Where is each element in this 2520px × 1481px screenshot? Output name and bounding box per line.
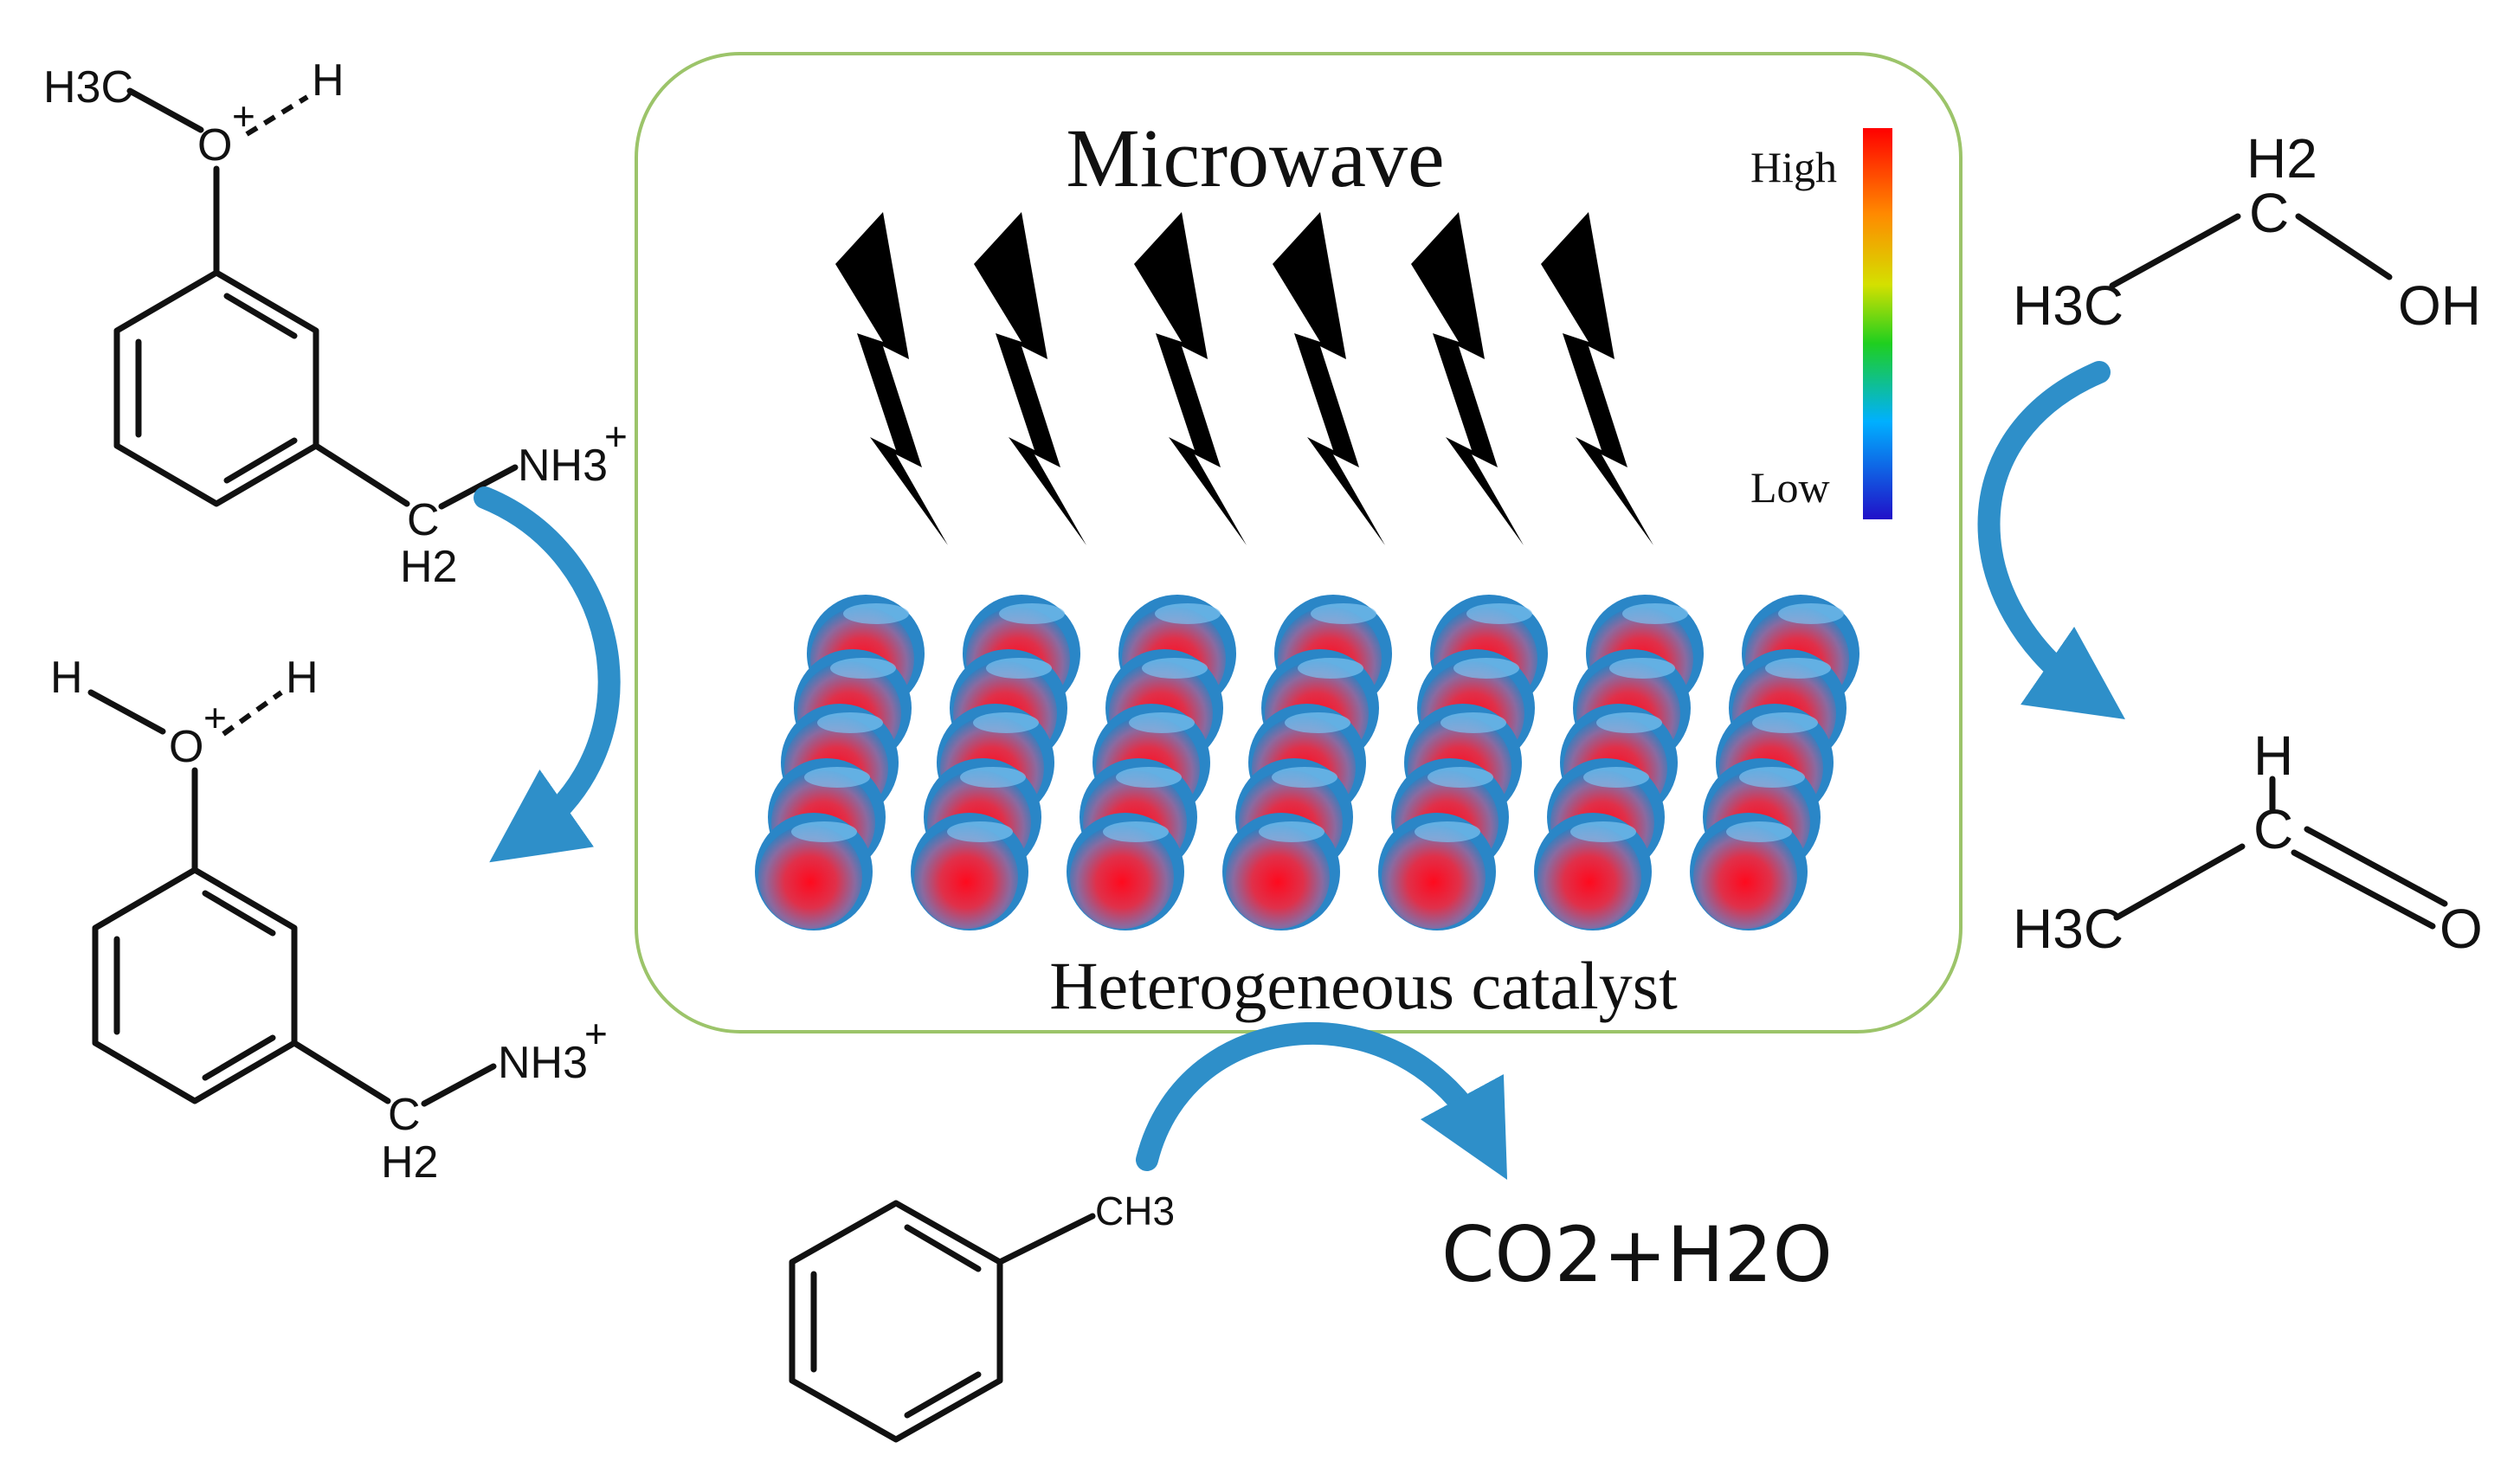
ethanol-hydroxyl: OH	[2398, 274, 2481, 337]
aldehyde-h: H	[2253, 724, 2293, 787]
oxonium-label-2: O	[169, 722, 203, 772]
lightning-bolt-group	[835, 212, 1653, 545]
catalyst-label: Heterogeneous catalyst	[1049, 948, 1678, 1023]
lightning-bolt-icon	[1541, 212, 1653, 545]
molecule-bottom-left: H O + H NH3 + C H2	[50, 653, 608, 1188]
lightning-bolt-icon	[1134, 212, 1247, 545]
ethanol-h2: H2	[2246, 127, 2317, 190]
lightning-bolt-icon	[1273, 212, 1385, 545]
molecule-toluene: CH3	[789, 1188, 1175, 1443]
methylene-h2: H2	[400, 542, 457, 592]
amine-charge: +	[604, 414, 628, 459]
catalyst-sphere	[1222, 813, 1340, 930]
catalyst-sphere	[911, 813, 1028, 930]
aldehyde-c: C	[2253, 798, 2293, 860]
oxonium-charge-2: +	[203, 695, 227, 740]
lightning-bolt-icon	[974, 212, 1086, 545]
scale-high-label: High	[1750, 143, 1837, 191]
curved-arrow-icon	[474, 486, 621, 863]
methylene-c-2: C	[388, 1090, 421, 1140]
catalyst-sphere	[755, 813, 873, 930]
temperature-scale-bar	[1863, 128, 1892, 519]
ethanol-methyl: H3C	[2013, 274, 2124, 337]
curved-arrow-icon	[1977, 361, 2125, 720]
catalyst-sphere	[1067, 813, 1184, 930]
oxonium-charge: +	[232, 93, 255, 138]
catalyst-sphere-array	[755, 595, 1859, 930]
methylene-c: C	[407, 495, 440, 545]
molecule-acetaldehyde: H C H3C O	[2013, 724, 2483, 960]
amine-charge-2: +	[584, 1011, 608, 1056]
aldehyde-methyl: H3C	[2013, 898, 2124, 960]
methylene-h2-2: H2	[381, 1137, 438, 1188]
oxonium-label: O	[197, 120, 232, 171]
hydrogen-right-label: H	[286, 653, 319, 703]
hydrogen-label: H	[312, 55, 345, 106]
products-equation: CO2+H2O	[1441, 1210, 1833, 1299]
molecule-ethanol: H2 C H3C OH	[2013, 127, 2481, 337]
catalyst-sphere	[1690, 813, 1808, 930]
lightning-bolt-icon	[1411, 212, 1524, 545]
toluene-methyl: CH3	[1095, 1188, 1175, 1233]
molecule-top-left: H3C O + H NH3 + C H2	[43, 55, 628, 592]
ethanol-c: C	[2249, 182, 2289, 244]
panel-title: Microwave	[1066, 112, 1444, 204]
lightning-bolt-icon	[835, 212, 948, 545]
methyl-label: H3C	[43, 62, 133, 113]
hydrogen-left-label: H	[50, 653, 83, 703]
scale-low-label: Low	[1750, 463, 1830, 512]
aldehyde-oxygen: O	[2439, 898, 2483, 960]
curved-arrow-icon	[1136, 1021, 1508, 1180]
amine-label-2: NH3	[498, 1038, 588, 1088]
catalyst-sphere	[1534, 813, 1652, 930]
catalyst-sphere	[1378, 813, 1496, 930]
amine-label: NH3	[518, 441, 608, 491]
